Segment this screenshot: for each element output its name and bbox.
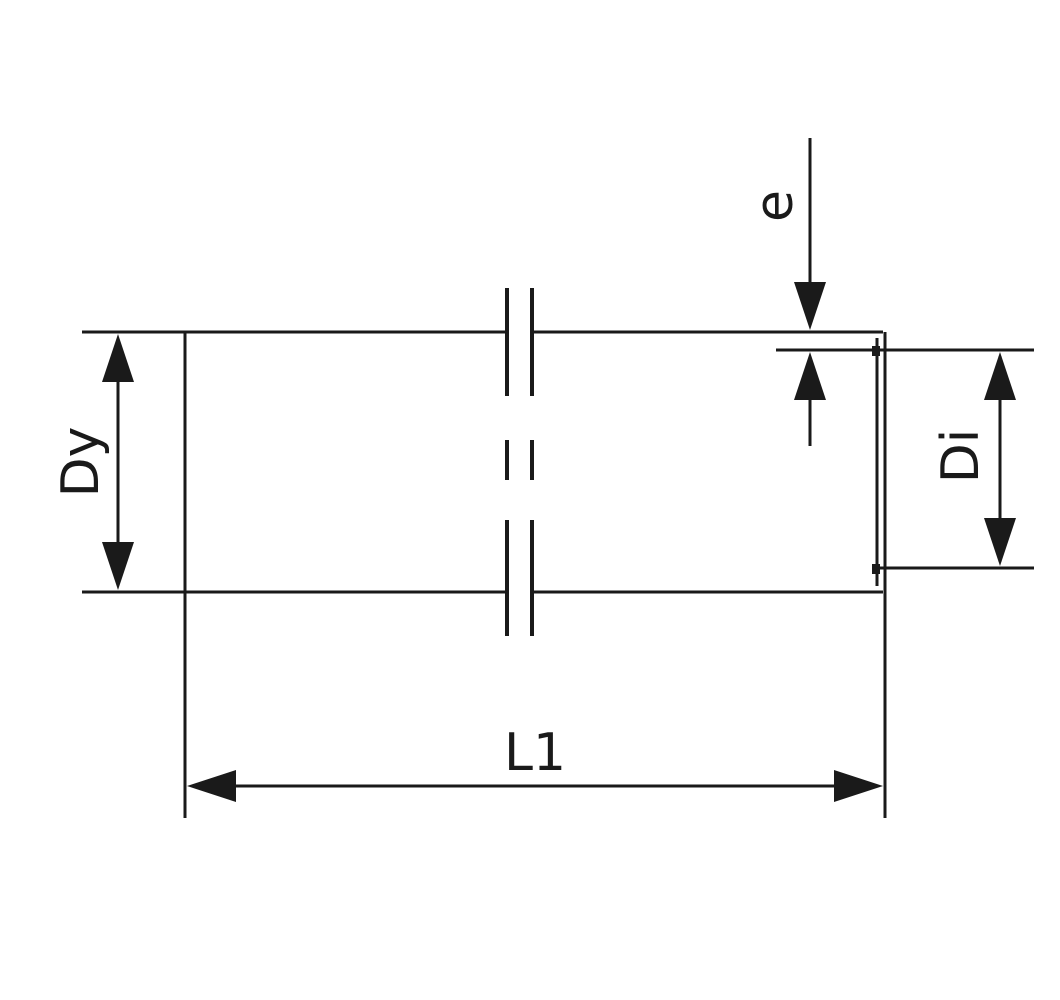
l1-arrow-right <box>834 770 883 802</box>
dy-arrow-top <box>102 334 134 382</box>
dy-label: Dy <box>51 427 111 498</box>
di-arrow-bottom <box>984 518 1016 566</box>
l1-arrow-left <box>187 770 236 802</box>
l1-label: L1 <box>504 723 566 783</box>
e-arrow-down <box>794 282 826 330</box>
e-arrow-up <box>794 352 826 400</box>
e-label: e <box>745 190 805 222</box>
di-arrow-top <box>984 352 1016 400</box>
dy-arrow-bottom <box>102 542 134 590</box>
inner-corner-bottom <box>872 564 880 574</box>
di-label: Di <box>931 429 991 484</box>
